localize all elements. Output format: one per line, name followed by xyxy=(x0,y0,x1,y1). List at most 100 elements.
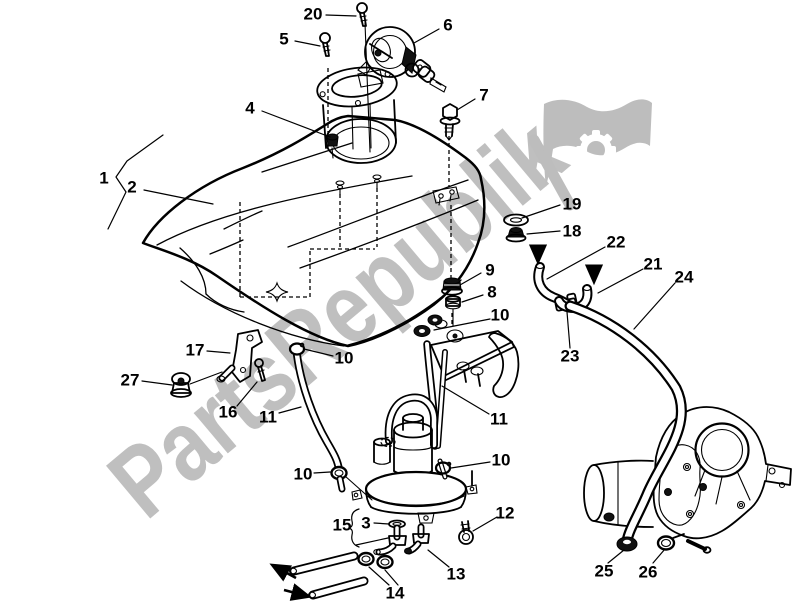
drain-hose-24 xyxy=(564,300,687,547)
ring-slot xyxy=(357,69,384,88)
callout-number: 10 xyxy=(335,349,354,368)
leader-line xyxy=(413,28,440,44)
bracket-17 xyxy=(189,329,263,385)
screw-16 xyxy=(254,358,266,382)
callout-number: 18 xyxy=(563,222,582,241)
plug-4 xyxy=(326,133,339,159)
engine-cover xyxy=(583,406,792,540)
callout-24: 24 xyxy=(633,268,694,330)
callout-16: 16 xyxy=(219,381,258,422)
callout-number: 15 xyxy=(333,516,352,535)
flow-arrow-up-left xyxy=(269,563,297,582)
callout-number: 14 xyxy=(386,584,405,603)
callout-1: 1 xyxy=(99,134,164,230)
callout-number: 21 xyxy=(644,255,663,274)
leader-line xyxy=(526,230,561,235)
gear-icon xyxy=(576,130,616,170)
leader-line xyxy=(652,548,666,564)
callout-3: 3 xyxy=(361,514,390,533)
callout-27: 27 xyxy=(121,371,173,390)
callout-10: 10 xyxy=(294,465,331,484)
flow-arrow-right xyxy=(283,583,313,601)
leader-line xyxy=(236,381,258,407)
filler-neck xyxy=(322,99,397,150)
leader-line xyxy=(472,516,498,532)
screw-20 xyxy=(356,2,368,27)
callout-5: 5 xyxy=(279,30,321,49)
callout-number: 17 xyxy=(186,341,205,360)
leader-line xyxy=(546,246,606,280)
callout-number: 20 xyxy=(304,5,323,24)
callout-number: 10 xyxy=(294,465,313,484)
callout-13: 13 xyxy=(427,549,466,584)
pump-body xyxy=(373,413,433,476)
grommet-25 xyxy=(616,536,638,552)
clamp-nuts-14 xyxy=(357,551,394,570)
petcock-lever xyxy=(488,332,520,398)
leader-line xyxy=(450,461,491,469)
callout-11: 11 xyxy=(259,406,302,427)
leader-line xyxy=(143,189,214,205)
leader-line xyxy=(261,110,331,138)
callout-number: 6 xyxy=(443,16,452,35)
washer-19 xyxy=(503,213,529,227)
elbow-union-left xyxy=(373,524,407,556)
callout-18: 18 xyxy=(526,222,582,241)
callout-number: 22 xyxy=(607,233,626,252)
j-pipe xyxy=(380,393,439,449)
hose-clamp-10-tank xyxy=(288,342,306,356)
leader-line xyxy=(566,311,571,349)
fuel-pump-assembly xyxy=(288,393,478,600)
callout-number: 11 xyxy=(490,410,508,429)
cap-bracket xyxy=(432,186,460,206)
callout-number: 11 xyxy=(259,408,277,427)
callout-4: 4 xyxy=(245,99,331,138)
leader-line xyxy=(325,14,357,17)
leader-line xyxy=(633,282,676,330)
callout-23: 23 xyxy=(561,311,579,366)
callout-number: 13 xyxy=(447,565,466,584)
grommet-27 xyxy=(170,372,192,398)
brace-15 xyxy=(348,508,360,548)
leader-line xyxy=(206,350,231,354)
callout-number: 24 xyxy=(675,268,694,287)
hose-clamp-10-pump xyxy=(434,458,452,480)
callout-number: 10 xyxy=(491,306,510,325)
callout-14: 14 xyxy=(368,566,405,603)
leader-line xyxy=(303,348,334,357)
leader-line xyxy=(456,98,476,111)
callout-8: 8 xyxy=(461,283,497,303)
valve-grommets xyxy=(413,314,443,337)
callout-12: 12 xyxy=(472,504,514,532)
pump-flange-plate xyxy=(351,470,478,524)
hose-stubs xyxy=(288,551,369,600)
leader-line xyxy=(373,522,390,525)
callout-17: 17 xyxy=(186,341,231,360)
callout-9: 9 xyxy=(459,261,495,286)
leader-line xyxy=(427,549,450,568)
leader-line xyxy=(294,40,321,47)
flag-pole-icon xyxy=(528,134,576,211)
callout-number: 19 xyxy=(563,195,582,214)
ignition-key xyxy=(404,59,447,93)
callout-number: 2 xyxy=(127,178,136,197)
leader-line xyxy=(384,569,399,586)
callout-number: 16 xyxy=(219,403,238,422)
callout-21: 21 xyxy=(597,255,663,294)
fuel-tank xyxy=(141,114,486,348)
screw-5 xyxy=(319,32,331,57)
leader-line xyxy=(597,268,644,294)
leader-line xyxy=(368,566,390,586)
callout-19: 19 xyxy=(521,195,582,219)
brand-logo xyxy=(528,99,652,211)
breather-hose-22 xyxy=(533,262,575,311)
callout-number: 1 xyxy=(99,169,108,188)
callout-number: 7 xyxy=(479,86,488,105)
callout-10: 10 xyxy=(433,306,510,331)
callout-10: 10 xyxy=(450,451,510,470)
leader-line xyxy=(433,318,491,331)
callout-7: 7 xyxy=(456,86,489,111)
spacer-8 xyxy=(445,295,461,327)
